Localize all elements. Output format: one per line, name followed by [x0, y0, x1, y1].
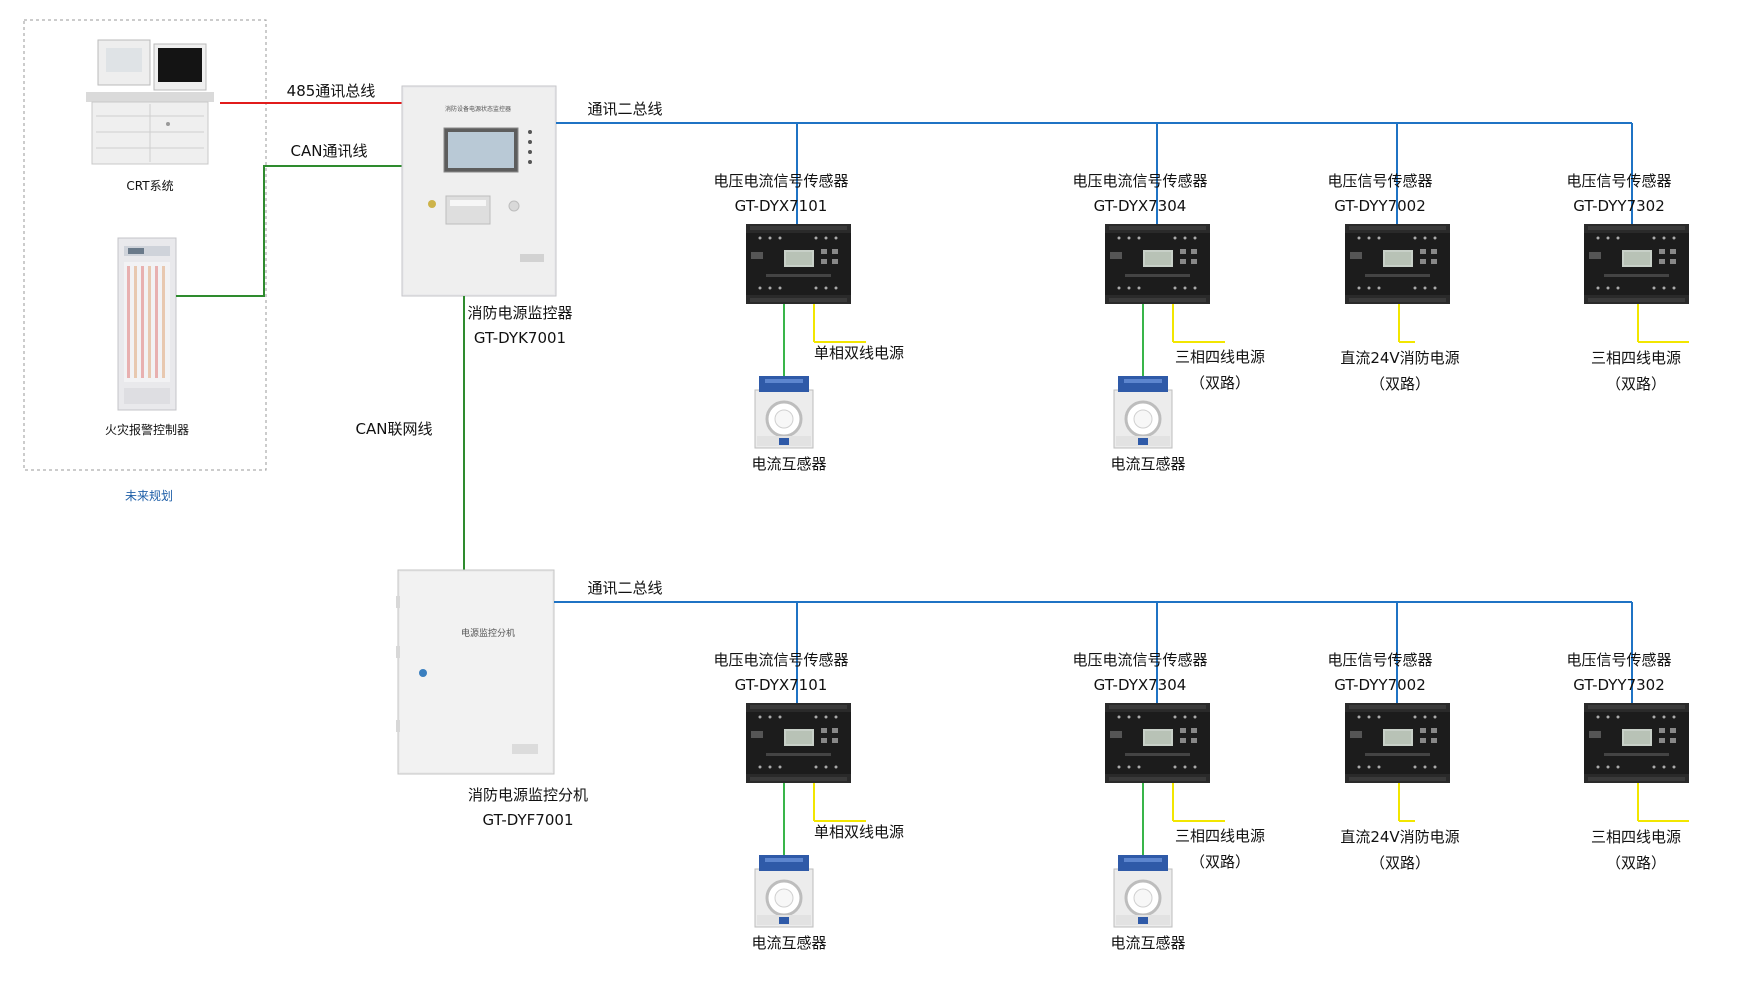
power-source-note: （双路）: [1370, 375, 1430, 393]
future-planning-label: 未来规划: [125, 488, 173, 503]
sensor-group: 电压电流信号传感器 GT-DYX7304 三相四线电源 （双路） 电流互感器: [1072, 602, 1265, 952]
sensor-module-icon: [1584, 703, 1689, 783]
sensor-group: 电压信号传感器 GT-DYY7302 三相四线电源 （双路）: [1566, 602, 1689, 872]
sensor-model: GT-DYX7101: [735, 676, 828, 694]
sensor-module-icon: [1345, 224, 1450, 304]
sensor-module-icon: [746, 703, 851, 783]
sensor-group: 电压信号传感器 GT-DYY7002 直流24V消防电源 （双路）: [1327, 123, 1460, 393]
main-controller-icon: [401, 85, 557, 297]
crt-system-icon: [86, 39, 214, 165]
current-transformer-label: 电流互感器: [1110, 455, 1185, 473]
sensor-title: 电压电流信号传感器: [1072, 172, 1207, 190]
main-controller-name: 消防电源监控器: [467, 304, 572, 322]
sensor-module-icon: [1345, 703, 1450, 783]
sensor-module-icon: [1584, 224, 1689, 304]
power-source-note: （双路）: [1606, 375, 1666, 393]
power-source-label: 单相双线电源: [814, 823, 904, 841]
sensor-module-icon: [1105, 703, 1210, 783]
sub-controller-icon: [396, 569, 555, 775]
current-transformer-icon: [1112, 374, 1174, 450]
sensor-model: GT-DYX7101: [735, 197, 828, 215]
sensor-title: 电压电流信号传感器: [713, 651, 848, 669]
fire-alarm-controller-label: 火灾报警控制器: [105, 422, 189, 437]
sensor-module-icon: [1105, 224, 1210, 304]
sub-controller-name: 消防电源监控分机: [468, 786, 588, 804]
sensor-title: 电压信号传感器: [1566, 172, 1671, 190]
power-source-label: 直流24V消防电源: [1340, 828, 1459, 846]
power-source-label: 三相四线电源: [1591, 349, 1681, 367]
power-source-label: 三相四线电源: [1591, 828, 1681, 846]
sensor-model: GT-DYX7304: [1094, 197, 1187, 215]
sensor-title: 电压信号传感器: [1566, 651, 1671, 669]
power-source-label: 单相双线电源: [814, 344, 904, 362]
sensor-module-icon: [746, 224, 851, 304]
rs485-bus-label: 485通讯总线: [287, 82, 376, 100]
current-transformer-label: 电流互感器: [751, 934, 826, 952]
comm-bus-label: 通讯二总线: [587, 100, 662, 118]
sensor-title: 电压信号传感器: [1327, 172, 1432, 190]
power-source-note: （双路）: [1370, 854, 1430, 872]
sensor-title: 电压信号传感器: [1327, 651, 1432, 669]
main-controller-model: GT-DYK7001: [474, 329, 566, 347]
sensor-title: 电压电流信号传感器: [713, 172, 848, 190]
sensor-model: GT-DYY7302: [1573, 676, 1665, 694]
can-network-label: CAN联网线: [356, 420, 433, 438]
sensor-rows: 通讯二总线电压电流信号传感器GT-DYX7101单相双线电源电流互感器电压电流信…: [554, 100, 1689, 952]
current-transformer-icon: [1112, 853, 1174, 929]
sensor-model: GT-DYX7304: [1094, 676, 1187, 694]
power-source-label: 直流24V消防电源: [1340, 349, 1459, 367]
current-transformer-label: 电流互感器: [751, 455, 826, 473]
current-transformer-label: 电流互感器: [1110, 934, 1185, 952]
sensor-title: 电压电流信号传感器: [1072, 651, 1207, 669]
sensor-group: 电压信号传感器 GT-DYY7302 三相四线电源 （双路）: [1566, 123, 1689, 393]
future-region: [23, 19, 267, 471]
sensor-model: GT-DYY7002: [1334, 197, 1426, 215]
crt-system-label: CRT系统: [126, 179, 173, 193]
sensor-group: 电压信号传感器 GT-DYY7002 直流24V消防电源 （双路）: [1327, 602, 1460, 872]
sub-controller-model: GT-DYF7001: [483, 811, 574, 829]
can-comm-label: CAN通讯线: [291, 142, 368, 160]
power-source-note: （双路）: [1606, 854, 1666, 872]
power-source-label: 三相四线电源: [1175, 827, 1265, 845]
sensor-model: GT-DYY7302: [1573, 197, 1665, 215]
fire-alarm-controller-icon: [117, 237, 177, 411]
can-comm-line: [176, 165, 402, 297]
power-source-note: （双路）: [1190, 374, 1250, 392]
main-controller-panel-title: 消防设备电源状态监控器: [445, 105, 511, 113]
sub-controller-panel-title: 电源监控分机: [461, 627, 515, 639]
current-transformer-icon: [753, 374, 815, 450]
power-source-label: 三相四线电源: [1175, 348, 1265, 366]
bus-row-2: 通讯二总线电压电流信号传感器GT-DYX7101单相双线电源电流互感器电压电流信…: [554, 579, 1689, 952]
power-source-note: （双路）: [1190, 853, 1250, 871]
bus-row-1: 通讯二总线电压电流信号传感器GT-DYX7101单相双线电源电流互感器电压电流信…: [556, 100, 1689, 473]
current-transformer-icon: [753, 853, 815, 929]
comm-bus-label: 通讯二总线: [587, 579, 662, 597]
sensor-group: 电压电流信号传感器 GT-DYX7304 三相四线电源 （双路） 电流互感器: [1072, 123, 1265, 473]
sensor-model: GT-DYY7002: [1334, 676, 1426, 694]
